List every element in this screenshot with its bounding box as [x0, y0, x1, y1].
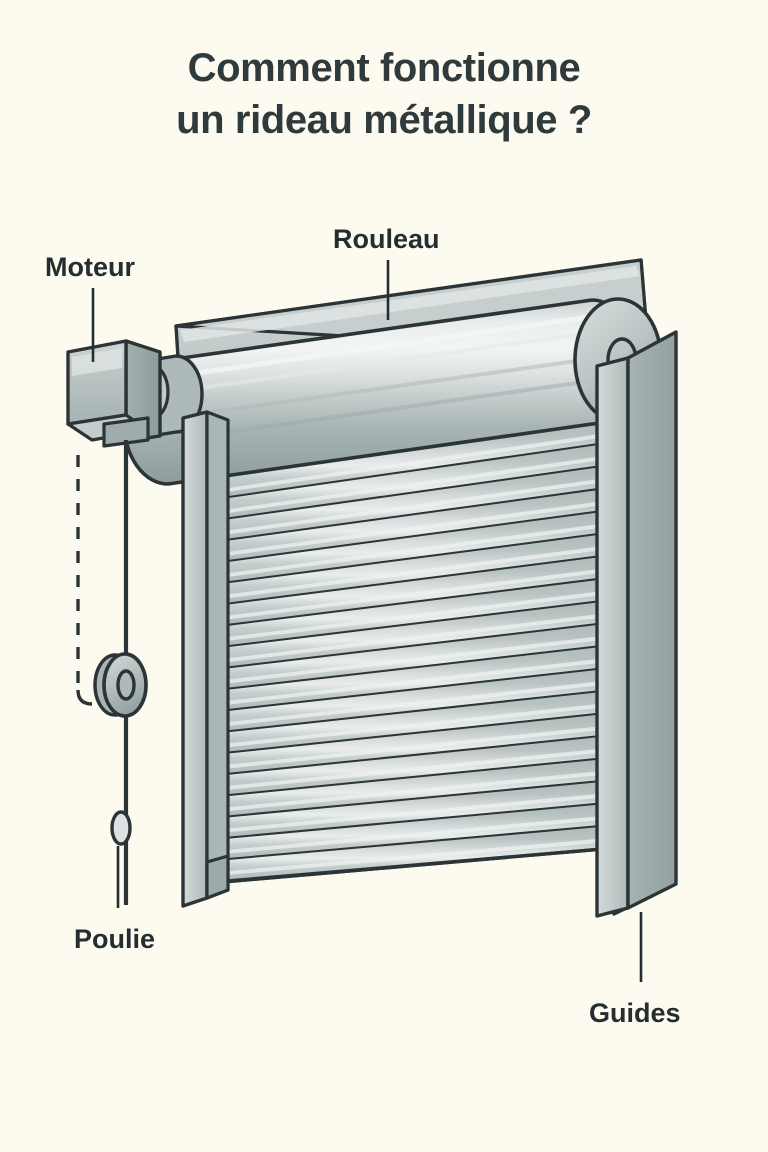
- curtain-slat-highlight: [200, 431, 614, 497]
- curtain-slat-highlight: [200, 498, 614, 560]
- curtain-slat-highlight: [200, 566, 614, 624]
- curtain-slat: [200, 802, 614, 863]
- pulley-wheel: [93, 652, 148, 718]
- page-title: Comment fonctionne un rideau métallique …: [0, 42, 768, 146]
- label-poulie: Poulie: [74, 924, 155, 954]
- label-rouleau: Rouleau: [333, 224, 440, 254]
- curtain-slat: [200, 712, 614, 779]
- curtain-slat-highlight: [200, 476, 614, 539]
- curtain-slat-highlight: [200, 679, 614, 730]
- curtain-slat: [200, 487, 614, 567]
- curtain-slat: [200, 757, 614, 821]
- curtain-slat-highlight: [200, 634, 614, 688]
- curtain-slat: [200, 735, 614, 800]
- curtain-slat-highlight: [200, 837, 614, 878]
- curtain-slat: [200, 780, 614, 842]
- curtain-slat: [200, 419, 614, 503]
- guide-right: [595, 330, 678, 918]
- callout-layer: Moteur Rouleau Poulie Guides: [45, 224, 681, 1028]
- curtain-slat: [200, 442, 614, 524]
- callout-rouleau[interactable]: Rouleau: [333, 224, 440, 320]
- curtain-slat-highlight: [200, 589, 614, 645]
- curtain-slat: [200, 600, 614, 673]
- curtain-slat-highlight: [200, 724, 614, 772]
- cable-stopper-bead: [110, 810, 132, 846]
- curtain-slat: [200, 645, 614, 715]
- curtain-slat: [200, 622, 614, 694]
- title-line-2: un rideau métallique ?: [176, 98, 592, 142]
- curtain-slat-highlight: [200, 521, 614, 582]
- callout-guides[interactable]: Guides: [589, 912, 681, 1028]
- label-guides: Guides: [589, 998, 681, 1028]
- shutter-assembly: [66, 258, 678, 918]
- curtain-slat: [200, 554, 614, 630]
- callout-poulie[interactable]: Poulie: [74, 846, 155, 954]
- callout-moteur[interactable]: Moteur: [45, 252, 135, 362]
- curtain-slat-highlight: [200, 814, 614, 857]
- curtain-slat-highlight: [200, 611, 614, 666]
- guide-left: [181, 410, 230, 908]
- title-line-1: Comment fonctionne: [187, 46, 581, 90]
- curtain-slat: [200, 509, 614, 588]
- curtain-slat-highlight: [200, 701, 614, 751]
- curtain-slat-highlight: [200, 746, 614, 793]
- curtain-slat-highlight: [200, 656, 614, 709]
- curtain-slat: [200, 667, 614, 736]
- curtain-slat-highlight: [200, 544, 614, 603]
- curtain-slat-highlight: [200, 792, 614, 836]
- curtain-slat-highlight: [200, 453, 614, 518]
- curtain-slat: [200, 825, 614, 884]
- curtain-slat: [200, 532, 614, 609]
- curtain-slat: [200, 690, 614, 757]
- curtain-slat-highlight: [200, 769, 614, 815]
- label-moteur: Moteur: [45, 252, 135, 282]
- curtain-slat: [200, 577, 614, 651]
- curtain-slat: [200, 464, 614, 546]
